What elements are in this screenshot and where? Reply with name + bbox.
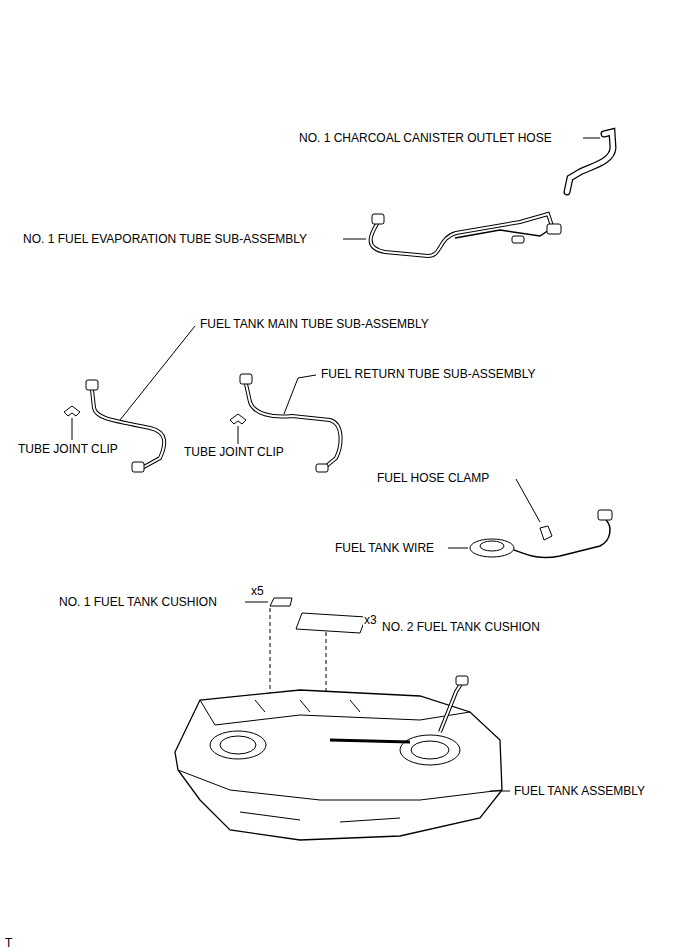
part-label: x3	[363, 613, 378, 627]
fuel-tank	[175, 676, 510, 840]
part-label: NO. 1 CHARCOAL CANISTER OUTLET HOSE	[298, 131, 553, 145]
part-label: FUEL HOSE CLAMP	[376, 471, 490, 485]
part-label: FUEL RETURN TUBE SUB-ASSEMBLY	[320, 367, 537, 381]
canister-hose	[567, 132, 613, 192]
part-label: TUBE JOINT CLIP	[17, 442, 119, 456]
evaporation-tube	[343, 214, 561, 256]
part-label: NO. 2 FUEL TANK CUSHION	[381, 620, 541, 634]
part-label: FUEL TANK WIRE	[334, 541, 435, 555]
part-label: NO. 1 FUEL EVAPORATION TUBE SUB-ASSEMBLY	[22, 232, 308, 246]
part-label: x5	[250, 584, 265, 598]
clamp-and-wire	[448, 479, 612, 558]
part-label: NO. 1 FUEL TANK CUSHION	[58, 595, 218, 609]
part-label: TUBE JOINT CLIP	[183, 445, 285, 459]
part-label: FUEL TANK ASSEMBLY	[513, 784, 646, 798]
part-label: FUEL TANK MAIN TUBE SUB-ASSEMBLY	[199, 317, 430, 331]
part-label: T	[4, 936, 13, 950]
